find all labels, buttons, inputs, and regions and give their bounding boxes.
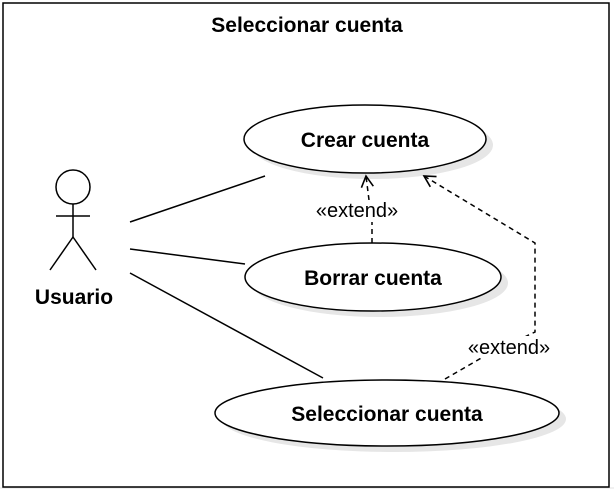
extend-seleccionar-path	[422, 175, 536, 380]
extend-label: «extend»	[316, 200, 398, 222]
actor-right-leg	[72, 236, 97, 271]
actor-head	[55, 169, 91, 205]
use-case-crear-cuenta[interactable]: Crear cuenta	[243, 104, 493, 179]
association-seleccionar[interactable]	[129, 272, 324, 379]
system-title: Seleccionar cuenta	[211, 14, 403, 37]
extend-borrar-to-crear[interactable]: «extend»	[303, 174, 411, 243]
association-crear[interactable]	[129, 175, 266, 223]
actor-usuario[interactable]	[49, 169, 97, 271]
associations	[129, 175, 324, 379]
extend-label: «extend»	[468, 337, 550, 359]
use-case-seleccionar-cuenta[interactable]: Seleccionar cuenta	[214, 379, 566, 452]
use-case-ellipse	[243, 104, 487, 174]
extend-seleccionar-to-crear[interactable]: «extend»	[422, 175, 561, 380]
extend-label-bg	[303, 200, 411, 222]
association-borrar[interactable]	[129, 248, 246, 265]
use-case-ellipse	[214, 379, 560, 447]
extend-borrar-line-upper	[360, 174, 374, 201]
use-case-label: Seleccionar cuenta	[291, 403, 483, 426]
actor-label: Usuario	[35, 286, 113, 309]
use-case-label: Borrar cuenta	[304, 267, 442, 290]
actor-left-leg	[49, 236, 74, 271]
extend-label-bg	[455, 336, 561, 358]
use-case-label: Crear cuenta	[301, 129, 430, 152]
use-case-borrar-cuenta[interactable]: Borrar cuenta	[244, 242, 508, 317]
use-case-ellipse	[244, 242, 502, 312]
